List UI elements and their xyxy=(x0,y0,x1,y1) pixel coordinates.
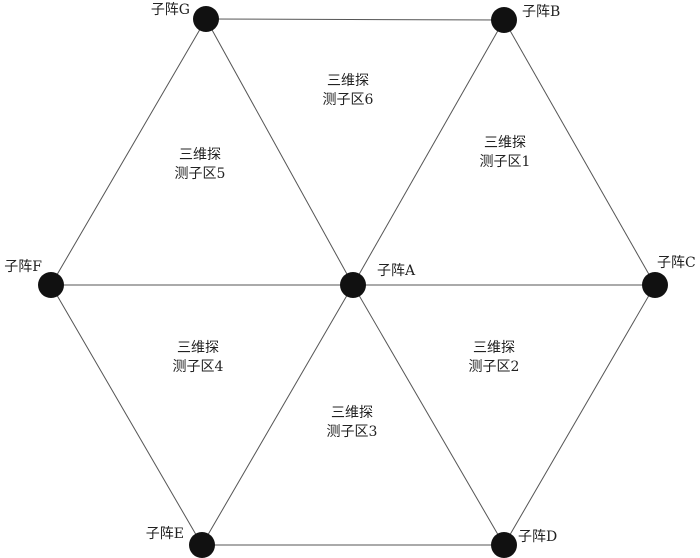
edges xyxy=(50,18,656,546)
node-label-f: 子阵F xyxy=(4,259,42,275)
node-a xyxy=(340,272,366,298)
edge-a-e xyxy=(201,284,354,546)
zone-label-2-line1: 三维探 xyxy=(473,340,515,356)
zone-label-1-line1: 三维探 xyxy=(484,135,526,151)
edge-a-b xyxy=(352,19,505,286)
node-f xyxy=(38,272,64,298)
node-label-b: 子阵B xyxy=(522,4,560,20)
nodes xyxy=(38,6,668,558)
node-label-d: 子阵D xyxy=(518,529,557,545)
zone-label-5-line2: 测子区5 xyxy=(175,166,226,182)
zone-label-3-line2: 测子区3 xyxy=(327,424,378,440)
zone-label-1-line2: 测子区1 xyxy=(480,154,531,170)
node-label-g: 子阵G xyxy=(151,2,190,18)
node-label-a: 子阵A xyxy=(377,263,416,279)
edge-g-b xyxy=(205,18,505,21)
zone-label-2-line2: 测子区2 xyxy=(469,359,520,375)
node-d xyxy=(491,532,517,558)
node-label-c: 子阵C xyxy=(657,255,696,271)
zone-label-3-line1: 三维探 xyxy=(331,405,373,421)
node-label-e: 子阵E xyxy=(146,526,184,542)
edge-a-g xyxy=(205,18,354,286)
edge-e-f xyxy=(50,284,203,546)
edge-c-d xyxy=(503,284,656,546)
zone-label-5-line1: 三维探 xyxy=(179,147,221,163)
node-e xyxy=(189,532,215,558)
node-b xyxy=(491,7,517,33)
zone-label-6-line1: 三维探 xyxy=(327,73,369,89)
zone-label-6-line2: 测子区6 xyxy=(323,92,374,108)
edge-f-g xyxy=(50,18,207,286)
node-c xyxy=(642,272,668,298)
node-g xyxy=(193,6,219,32)
zone-label-4-line1: 三维探 xyxy=(177,340,219,356)
edge-a-d xyxy=(352,284,505,546)
labels: 子阵A子阵B子阵C子阵D子阵E子阵F子阵G三维探测子区1三维探测子区2三维探测子… xyxy=(4,2,695,545)
zone-label-4-line2: 测子区4 xyxy=(173,359,224,375)
edge-b-c xyxy=(503,19,656,286)
